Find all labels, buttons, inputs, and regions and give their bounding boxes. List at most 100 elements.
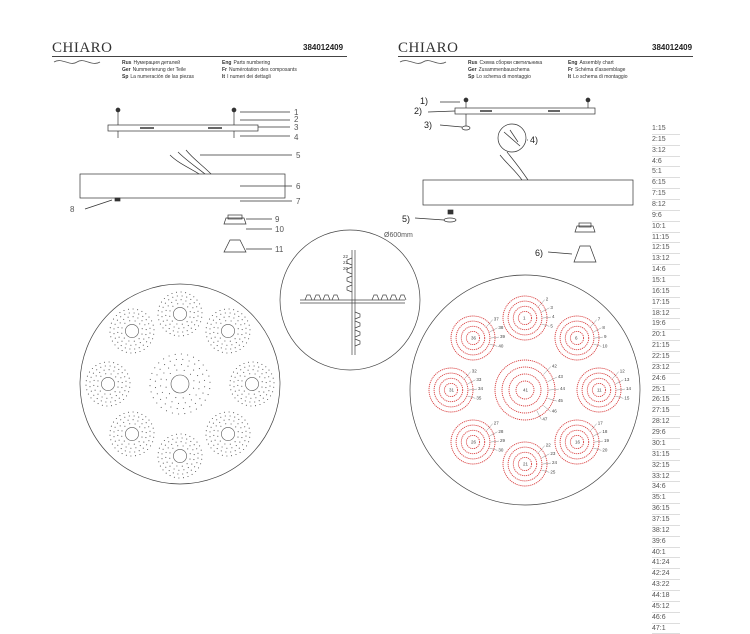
led-dot: [129, 320, 131, 322]
led-count-row: 40:1: [652, 548, 680, 559]
led-dot: [240, 398, 242, 400]
led-dot: [153, 436, 155, 438]
led-ring: [438, 377, 464, 403]
led-dot: [124, 416, 126, 418]
led-dot: [103, 369, 105, 371]
led-dot: [196, 448, 198, 450]
led-dot: [175, 397, 177, 399]
led-dot: [135, 344, 137, 346]
led-dot: [147, 448, 149, 451]
led-dot: [121, 327, 123, 329]
led-group-number: 28: [498, 429, 504, 434]
led-group-number: 5: [550, 323, 553, 328]
led-cluster-center: [221, 427, 235, 441]
led-group-number: 27: [494, 421, 500, 426]
led-count-row: 6:15: [652, 178, 680, 190]
led-dot: [152, 397, 154, 399]
led-dot: [121, 372, 123, 374]
led-dot: [129, 451, 131, 453]
led-ring: [443, 382, 459, 398]
led-dot: [160, 385, 162, 387]
led-dot: [258, 391, 260, 393]
led-dot: [87, 393, 89, 395]
led-dot: [215, 425, 217, 427]
lamp-top-view-right: [409, 274, 641, 506]
led-dot: [200, 321, 202, 323]
led-dot: [133, 415, 135, 417]
led-dot: [244, 375, 246, 377]
led-ring: [554, 419, 600, 465]
led-dot: [241, 416, 243, 418]
led-dot: [171, 401, 173, 403]
led-dot: [115, 403, 117, 406]
led-dot: [97, 403, 99, 405]
led-dot: [183, 369, 185, 371]
led-dot: [180, 291, 182, 293]
led-dot: [164, 403, 166, 405]
led-count-row: 1:15: [652, 124, 680, 135]
led-dot: [139, 453, 141, 456]
led-dot: [162, 320, 164, 322]
led-dot: [272, 391, 274, 393]
led-dot: [149, 332, 151, 334]
led-dot: [248, 324, 250, 326]
led-dot: [125, 343, 127, 345]
led-dot: [243, 448, 245, 451]
led-dot: [166, 319, 168, 321]
led-ring: [508, 373, 542, 407]
led-dot: [122, 394, 124, 396]
led-dot: [241, 334, 243, 336]
led-dot: [210, 447, 212, 449]
led-dot: [245, 342, 248, 344]
led-dot: [129, 423, 131, 425]
led-dot: [173, 476, 175, 478]
led-dot: [129, 386, 131, 388]
led-dot: [187, 365, 189, 367]
product-code-left: 384012409: [303, 43, 344, 52]
led-dot: [160, 398, 162, 400]
led-ring: [465, 330, 481, 346]
header-divider-left: [52, 56, 347, 57]
led-dot: [221, 446, 223, 448]
led-dot: [129, 382, 131, 384]
led-group-number: 19: [604, 438, 610, 443]
led-dot: [237, 394, 239, 396]
led-dot: [183, 407, 185, 410]
led-dot: [247, 369, 249, 371]
led-dot: [238, 389, 240, 391]
led-dot: [141, 413, 143, 415]
led-dot: [117, 341, 119, 343]
led-ring: [517, 310, 533, 326]
led-dot: [237, 384, 239, 386]
led-dot: [206, 369, 208, 371]
led-dot: [239, 375, 241, 377]
led-count-row: 15:1: [652, 276, 680, 287]
led-dot: [244, 323, 246, 325]
led-dot: [160, 301, 163, 303]
led-dot: [239, 338, 241, 340]
led-dot: [134, 455, 137, 457]
led-dot: [120, 377, 122, 379]
led-dot: [165, 386, 167, 388]
led-dot: [230, 352, 233, 354]
led-dot: [173, 334, 175, 336]
led-dot: [244, 400, 246, 402]
led-dot: [192, 356, 195, 358]
led-dot: [119, 415, 121, 417]
led-dot: [141, 436, 143, 438]
led-dot: [91, 367, 93, 370]
led-dot: [95, 375, 97, 377]
led-group-number: 37: [494, 317, 500, 322]
led-dot: [165, 410, 168, 412]
assembly-step-label: 4): [530, 135, 538, 145]
assembly-step-label: 6): [535, 248, 543, 258]
led-dot: [264, 377, 266, 379]
led-dot: [104, 365, 106, 367]
led-dot: [245, 332, 247, 334]
led-dot: [121, 382, 123, 384]
led-dot: [141, 423, 143, 425]
led-dot: [137, 309, 139, 311]
led-dot: [119, 391, 121, 393]
led-dot: [192, 307, 194, 309]
led-dot: [262, 368, 264, 370]
